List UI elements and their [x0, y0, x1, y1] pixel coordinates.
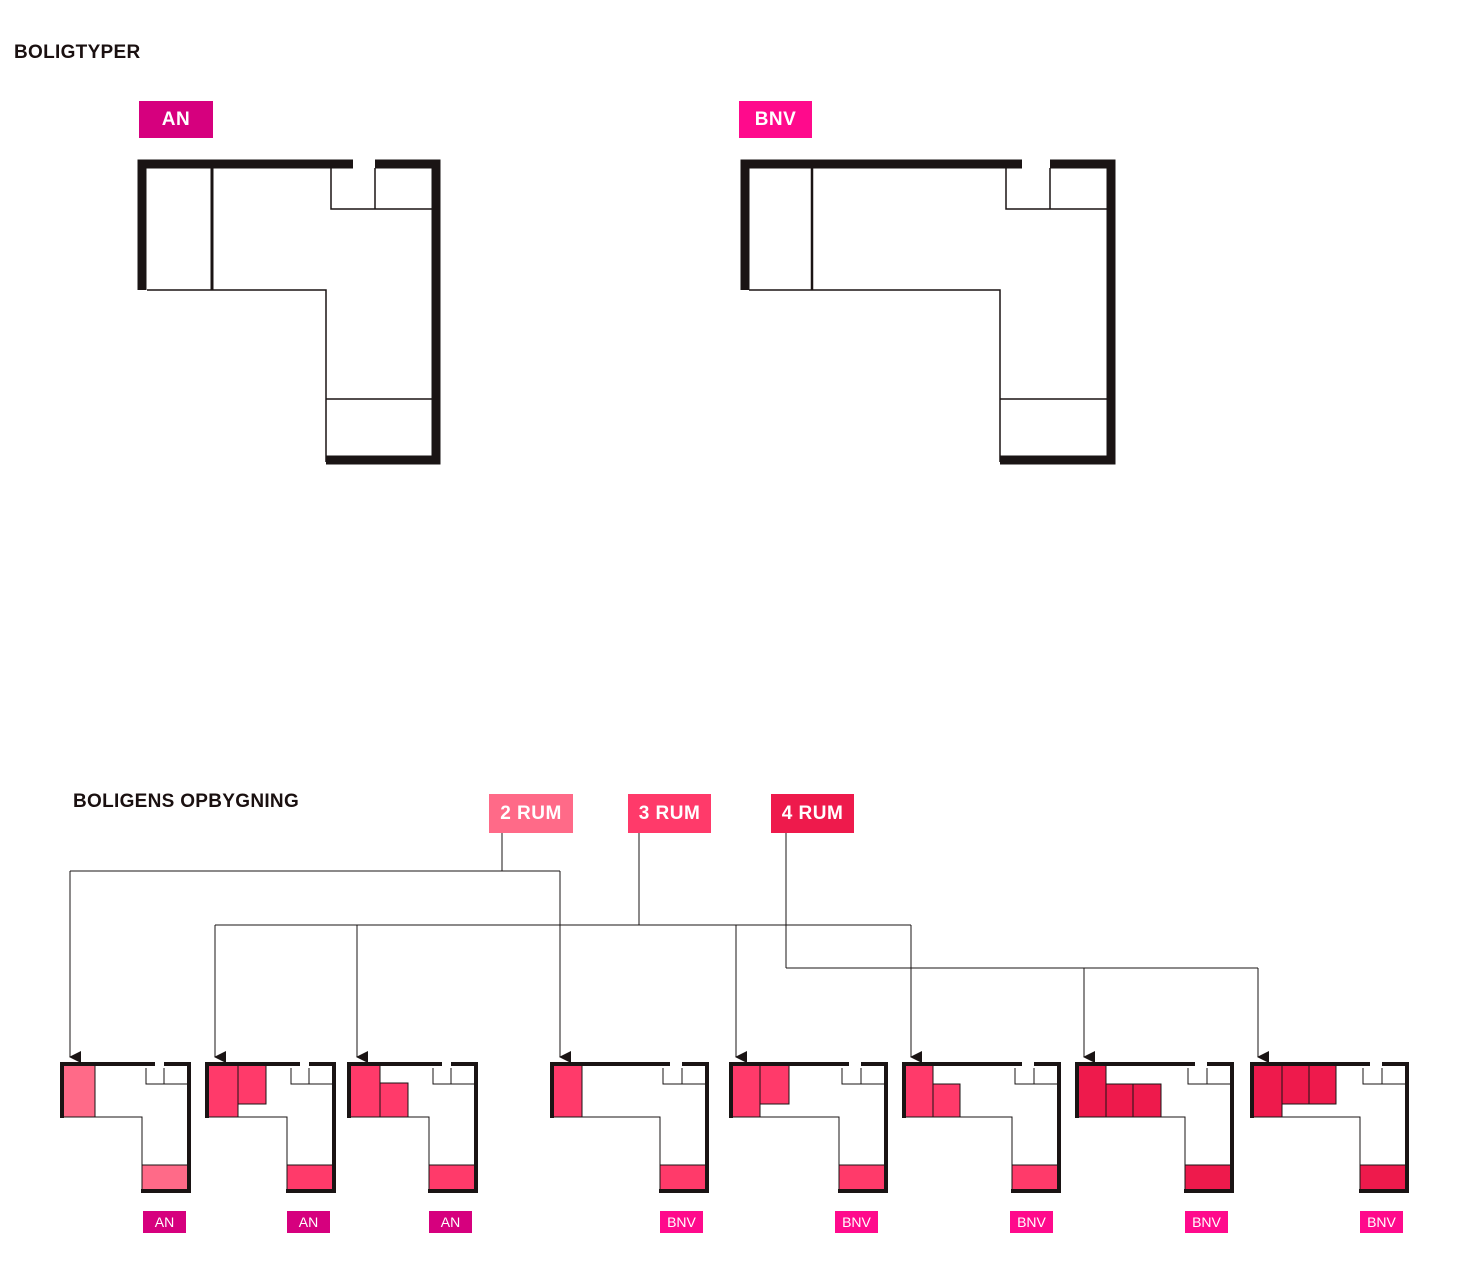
- type-tag-bnv: BNV: [739, 101, 812, 138]
- variant-7-type-tag: BNV: [1185, 1211, 1228, 1233]
- variant-5-type-tag: BNV: [835, 1211, 878, 1233]
- room-tag-2-rum: 2 RUM: [489, 794, 573, 833]
- boligens-opbygning-heading: BOLIGENS OPBYGNING: [73, 791, 300, 812]
- variant-6-plan: [902, 1062, 1061, 1193]
- room-tag-3-rum: 3 RUM: [628, 794, 711, 833]
- tree-connectors: [69, 833, 1269, 1063]
- variant-5-plan: [729, 1062, 888, 1193]
- variant-3-type-tag: AN: [429, 1211, 472, 1233]
- room-tag-4-rum: 4 RUM: [771, 794, 854, 833]
- variant-8-type-tag: BNV: [1360, 1211, 1403, 1233]
- boligtyper-heading: BOLIGTYPER: [14, 42, 141, 63]
- plan-an-large: [137, 159, 441, 465]
- variant-1-plan: [60, 1062, 191, 1193]
- variant-4-plan: [550, 1062, 709, 1193]
- variant-2-type-tag: AN: [287, 1211, 330, 1233]
- variant-7-plan: [1075, 1062, 1234, 1193]
- variant-6-type-tag: BNV: [1010, 1211, 1053, 1233]
- variant-4-type-tag: BNV: [660, 1211, 703, 1233]
- type-tag-an: AN: [139, 101, 213, 138]
- variant-1-type-tag: AN: [143, 1211, 186, 1233]
- variant-2-plan: [205, 1062, 336, 1193]
- variant-8-plan: [1250, 1062, 1409, 1193]
- plan-bnv-large: [740, 159, 1116, 465]
- variant-3-plan: [347, 1062, 478, 1193]
